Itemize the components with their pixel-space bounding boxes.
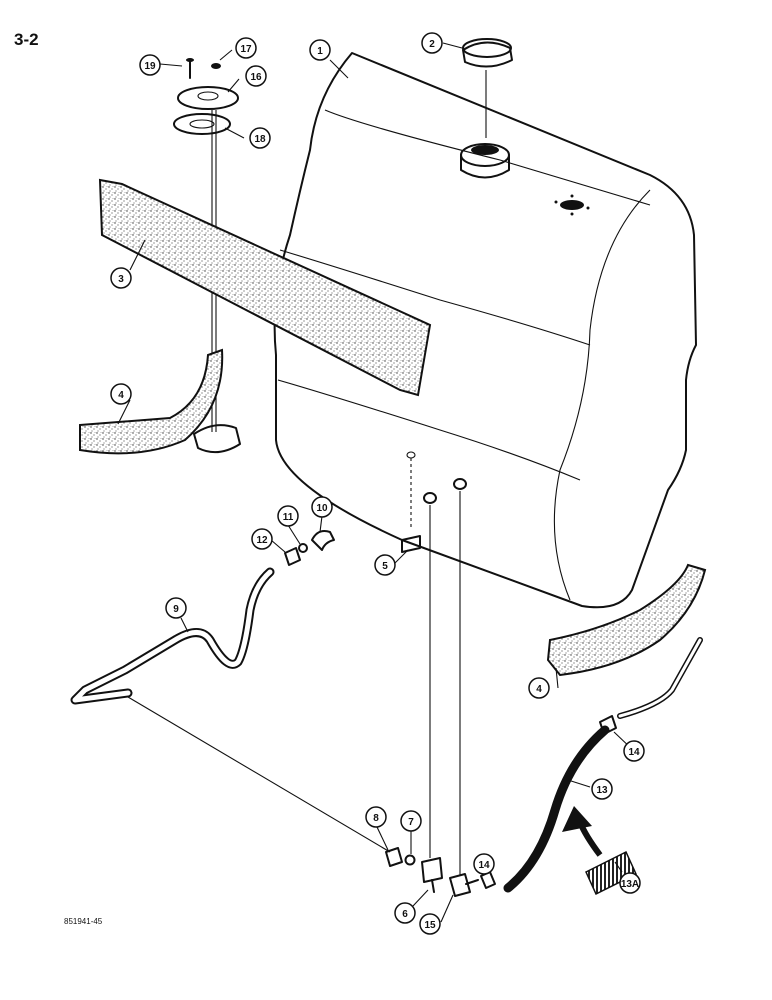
callout: 4 xyxy=(528,677,550,699)
callout-label: 13A xyxy=(621,879,639,890)
elbow xyxy=(311,530,335,551)
callout-label: 4 xyxy=(118,390,124,401)
fuel-line-tube xyxy=(70,567,391,853)
callout-label: 5 xyxy=(382,561,388,572)
tank-ports xyxy=(423,478,467,876)
callout-label: 13 xyxy=(596,785,608,796)
callout: 13A xyxy=(619,872,641,894)
callout: 1 xyxy=(309,39,331,61)
callout: 12 xyxy=(251,528,273,550)
callout-label: 17 xyxy=(240,44,252,55)
callout: 18 xyxy=(249,127,271,149)
nut xyxy=(284,547,301,566)
callout-label: 19 xyxy=(144,61,156,72)
drain-fitting xyxy=(401,451,421,553)
fuel-tank xyxy=(273,52,697,609)
callout-label: 3 xyxy=(118,274,124,285)
callout: 13 xyxy=(591,778,613,800)
ferrule xyxy=(404,854,416,866)
callout-label: 6 xyxy=(402,909,408,920)
hose-sleeve xyxy=(585,850,637,896)
callout: 2 xyxy=(421,32,443,54)
callout-label: 18 xyxy=(254,134,266,145)
ferrule xyxy=(298,543,308,553)
nut xyxy=(385,847,403,867)
callout: 10 xyxy=(311,496,333,518)
callout: 8 xyxy=(365,806,387,828)
callout-label: 14 xyxy=(478,860,490,871)
elbow-fitting xyxy=(449,873,479,897)
left-mounting-pad xyxy=(79,348,224,455)
callout: 6 xyxy=(394,902,416,924)
callout: 15 xyxy=(419,913,441,935)
callout-label: 11 xyxy=(283,512,294,523)
callout: 11 xyxy=(277,505,299,527)
hose xyxy=(503,725,610,893)
callout-label: 2 xyxy=(429,39,435,50)
callout-label: 1 xyxy=(317,46,323,57)
callout: 14 xyxy=(623,740,645,762)
leader-lines xyxy=(117,42,635,923)
callout-label: 7 xyxy=(408,817,414,828)
shutoff-valve xyxy=(421,857,443,893)
callout: 3 xyxy=(110,267,132,289)
page-number: 3-2 xyxy=(14,30,39,49)
upper-insulation-strip xyxy=(98,178,432,397)
fuel-cap xyxy=(462,38,513,138)
hose-clamp xyxy=(599,715,617,735)
callout-label: 12 xyxy=(256,535,268,546)
callout-label: 10 xyxy=(316,503,328,514)
callout-label: 9 xyxy=(173,604,179,615)
callout: 19 xyxy=(139,54,161,76)
callout-label: 4 xyxy=(536,684,542,695)
callout: 14 xyxy=(473,853,495,875)
callout-label: 14 xyxy=(628,747,640,758)
callout-label: 15 xyxy=(424,920,436,931)
right-mounting-pad xyxy=(546,563,707,677)
drawing-code: 851941-45 xyxy=(64,917,103,926)
callout: 16 xyxy=(245,65,267,87)
callout-label: 8 xyxy=(373,813,379,824)
callout: 17 xyxy=(235,37,257,59)
arrow-indicator xyxy=(562,806,603,857)
callout: 5 xyxy=(374,554,396,576)
callout: 7 xyxy=(400,810,422,832)
callout: 4 xyxy=(110,383,132,405)
callout-label: 16 xyxy=(250,72,262,83)
callout: 9 xyxy=(165,597,187,619)
